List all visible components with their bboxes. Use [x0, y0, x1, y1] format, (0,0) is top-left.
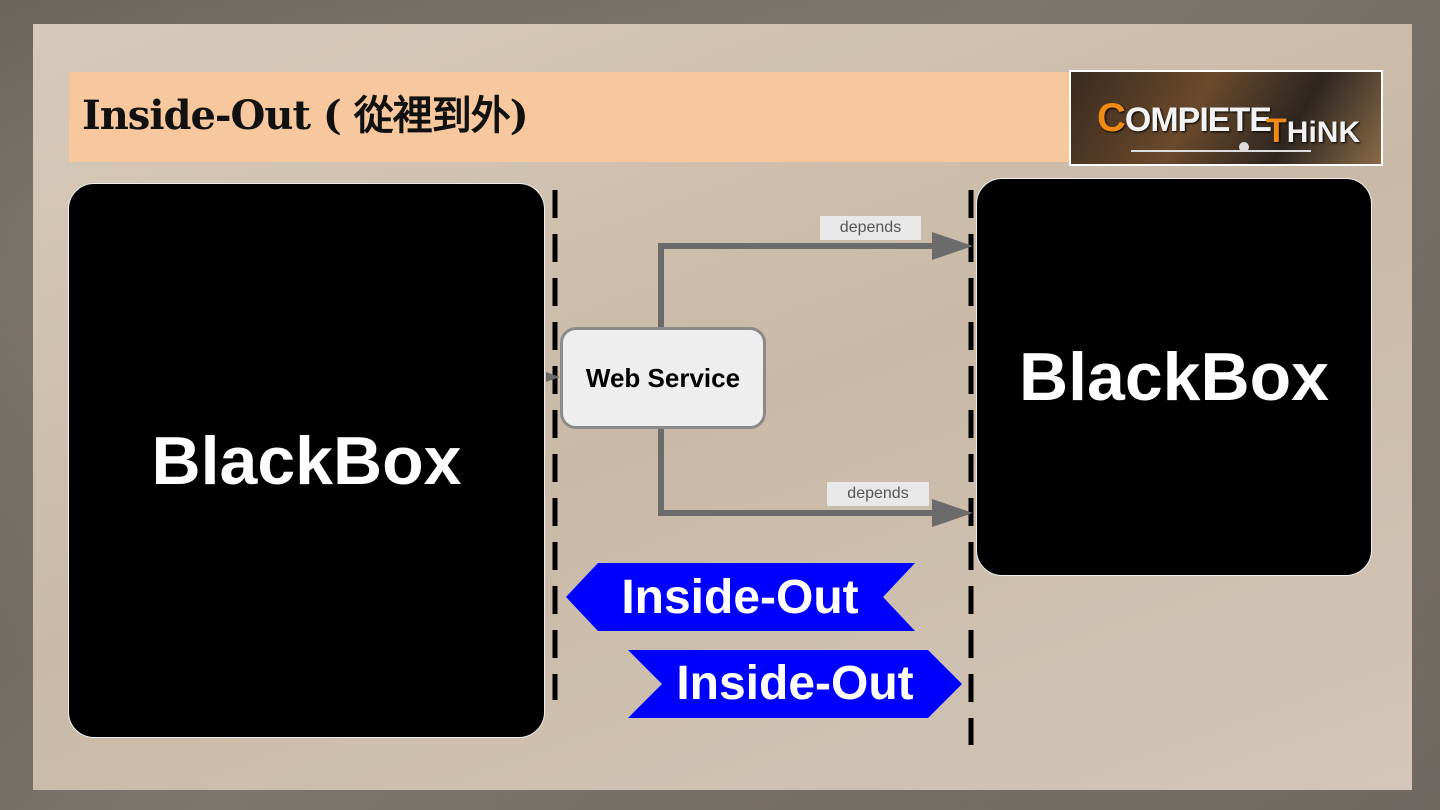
logo-wordmark-compiete: COMPIETE — [1097, 96, 1272, 140]
title-bar — [69, 72, 1075, 162]
inside-out-right-arrow — [628, 650, 962, 718]
inside-out-right-label: Inside-Out — [676, 657, 914, 710]
service-entry-arrowhead — [546, 372, 560, 382]
depends-label-top: depends — [820, 216, 921, 240]
connector-bottom-arrowhead — [932, 499, 973, 527]
right-blackbox-label: BlackBox — [1019, 339, 1329, 415]
depends-label-bottom: depends — [827, 482, 929, 506]
connector-bottom — [658, 423, 935, 516]
left-blackbox: BlackBox — [68, 183, 545, 738]
web-service-box: Web Service — [560, 327, 766, 429]
logo-wordmark-think: THiNK — [1266, 112, 1361, 150]
web-service-label: Web Service — [585, 362, 741, 393]
logo-dot — [1239, 142, 1249, 152]
connector-top-arrowhead — [932, 232, 973, 260]
inside-out-left-arrow — [566, 563, 915, 631]
right-blackbox: BlackBox — [976, 178, 1372, 576]
left-blackbox-label: BlackBox — [151, 422, 462, 499]
inside-out-left-label: Inside-Out — [621, 571, 859, 624]
slide-title: Inside-Out ( 從裡到外) — [82, 92, 529, 139]
compiete-think-logo: COMPIETE THiNK — [1069, 70, 1383, 166]
connector-top — [658, 243, 935, 327]
logo-underline — [1131, 150, 1311, 152]
